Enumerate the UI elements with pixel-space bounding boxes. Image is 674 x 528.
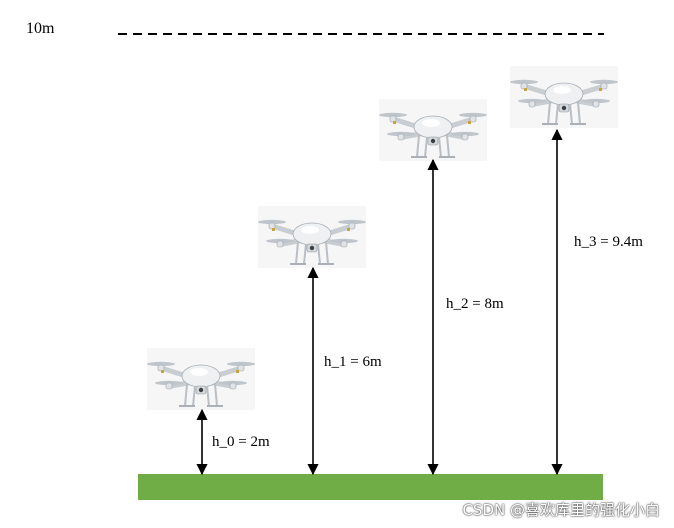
quadcopter-drone-icon <box>147 348 255 410</box>
height-label-h2: h_2 = 8m <box>446 296 504 312</box>
height-label-h1: h_1 = 6m <box>324 354 382 370</box>
drone-h1 <box>258 206 366 476</box>
ceiling-label: 10m <box>26 20 55 37</box>
quadcopter-drone-icon <box>379 99 487 161</box>
drone-h3 <box>510 66 618 476</box>
drone-h0 <box>147 348 255 476</box>
quadcopter-drone-icon <box>510 66 618 128</box>
drone-h2 <box>379 99 487 476</box>
height-label-h3: h_3 = 9.4m <box>574 234 643 250</box>
watermark: CSDN @喜欢库里的强化小白 <box>462 501 660 519</box>
quadcopter-drone-icon <box>258 206 366 268</box>
height-label-h0: h_0 = 2m <box>212 434 270 450</box>
ground-bar <box>138 474 603 500</box>
